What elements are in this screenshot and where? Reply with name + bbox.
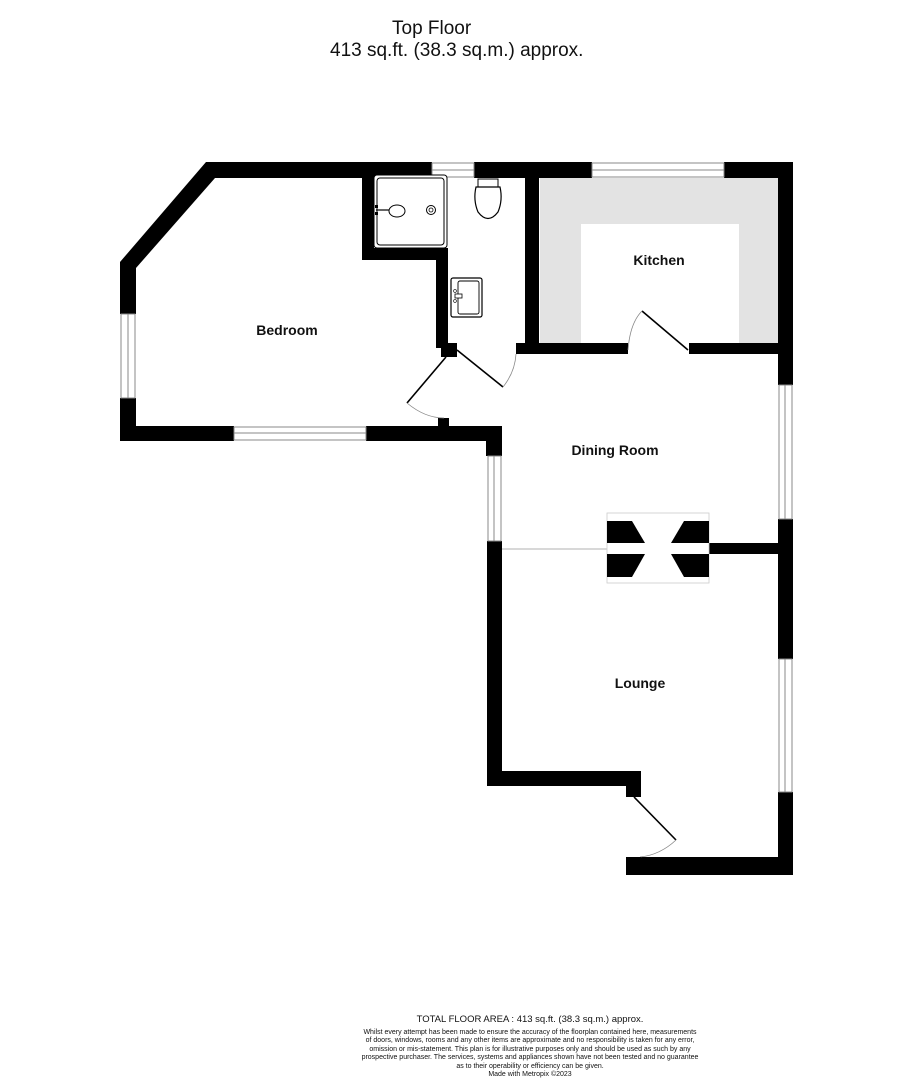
disclaimer-line: Whilst every attempt has been made to en…	[363, 1029, 697, 1036]
floor-name: Top Floor	[392, 18, 472, 39]
window-lounge-right	[778, 658, 793, 793]
window-dining-left	[487, 455, 502, 542]
kitchen-units	[540, 178, 778, 344]
disclaimer-line: of doors, windows, rooms and any other i…	[365, 1037, 695, 1045]
wash-basin	[450, 277, 483, 318]
windows	[120, 162, 793, 793]
made-with-credit: Made with Metropix ©2023	[488, 1071, 572, 1079]
room-label-bedroom: Bedroom	[256, 322, 317, 338]
door-bedroom	[406, 356, 447, 419]
room-label-dining-room: Dining Room	[571, 442, 658, 458]
doors	[406, 310, 689, 875]
room-label-kitchen: Kitchen	[633, 252, 684, 268]
window-bedroom-bottom	[233, 426, 367, 441]
window-dining-right	[778, 384, 793, 520]
door-kitchen	[627, 310, 689, 351]
floor-area: 413 sq.ft. (38.3 sq.m.) approx.	[330, 40, 584, 61]
window-kitchen	[591, 162, 725, 178]
footer: TOTAL FLOOR AREA : 413 sq.ft. (38.3 sq.m…	[330, 1014, 730, 1079]
shower-tray	[373, 174, 448, 249]
door-lounge	[633, 796, 677, 858]
door-bathroom	[456, 349, 517, 388]
room-label-lounge: Lounge	[615, 675, 666, 691]
window-bathroom	[431, 162, 475, 178]
disclaimer: Whilst every attempt has been made to en…	[330, 1029, 730, 1071]
disclaimer-line: prospective purchaser. The services, sys…	[361, 1054, 699, 1062]
toilet	[474, 178, 502, 220]
window-bedroom-left	[120, 313, 136, 399]
disclaimer-line: as to their operability or efficiency ca…	[456, 1062, 604, 1070]
total-floor-area: TOTAL FLOOR AREA : 413 sq.ft. (38.3 sq.m…	[416, 1014, 644, 1025]
disclaimer-line: omission or mis-statement. This plan is …	[369, 1045, 691, 1053]
fireplace	[606, 512, 710, 584]
